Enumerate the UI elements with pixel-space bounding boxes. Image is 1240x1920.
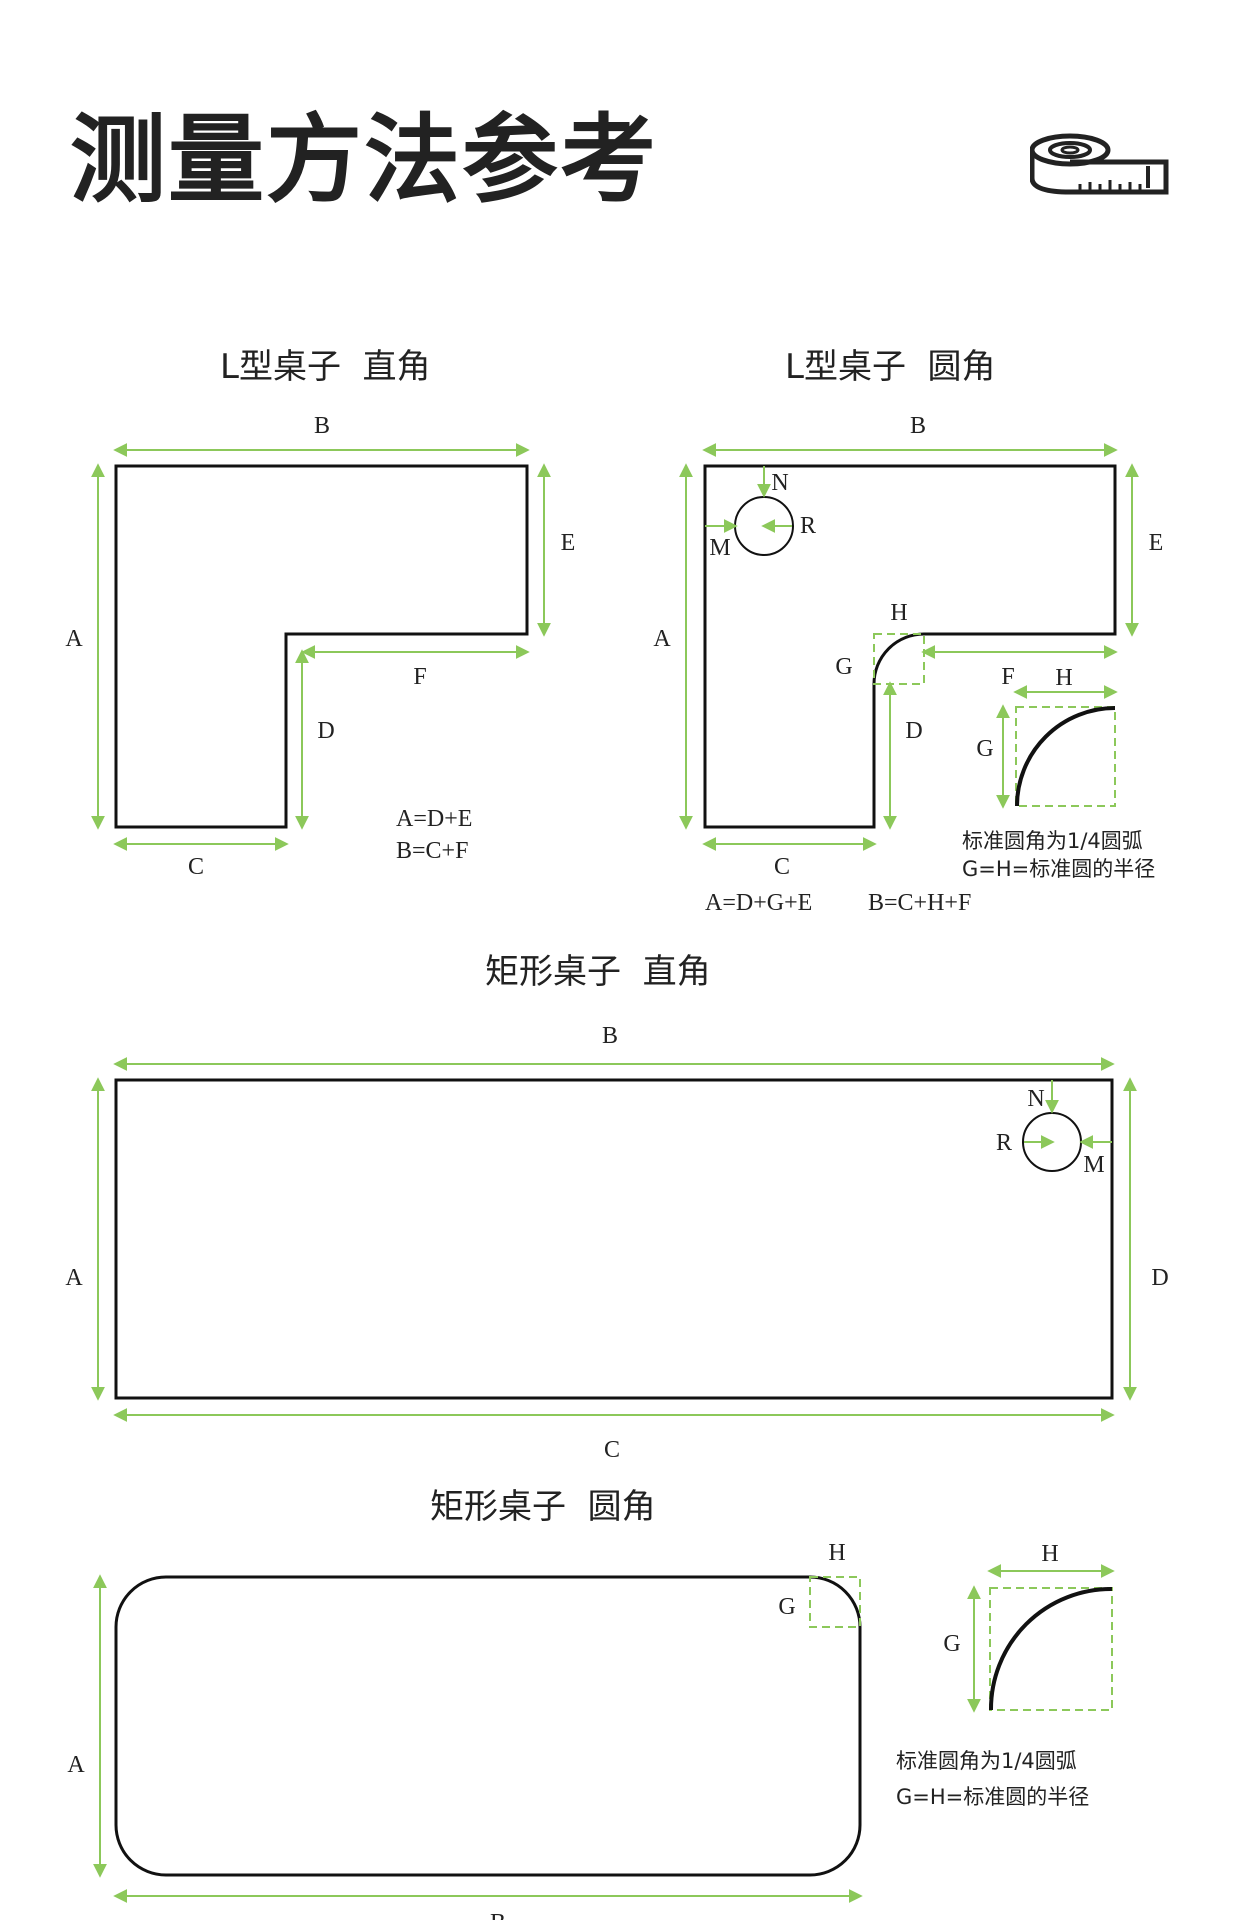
label-e: E — [561, 530, 576, 556]
label-r: R — [996, 1130, 1012, 1156]
note-radius: G=H=标准圆的半径 — [896, 1785, 1089, 1809]
formula-a: A=D+E — [396, 806, 472, 832]
corner-dash-box — [809, 1576, 861, 1628]
label-m: M — [709, 535, 730, 561]
label-f: F — [1001, 664, 1014, 690]
label-r: R — [800, 513, 816, 539]
formula-b: B=C+F — [396, 838, 468, 864]
label-d: D — [317, 718, 334, 744]
note-quarter-arc: 标准圆角为1/4圆弧 — [896, 1749, 1077, 1773]
label-b: B — [490, 1910, 506, 1920]
detail-arc — [988, 1586, 1113, 1711]
label-c: C — [188, 854, 204, 880]
tape-measure-icon — [1030, 133, 1169, 195]
l-right-diagram: B A E F D C A=D+E B=C+F — [65, 413, 575, 880]
rect-right-diagram: B A D C N R M — [65, 1023, 1168, 1463]
detail-dash-box — [989, 1587, 1113, 1711]
label-b: B — [910, 413, 926, 439]
l-right-title: L型桌子 直角 — [220, 347, 431, 387]
label-n: N — [1027, 1086, 1044, 1112]
label-g: G — [835, 654, 852, 680]
label-d: D — [1151, 1265, 1168, 1291]
detail-dash-box — [1015, 706, 1116, 807]
label-h: H — [828, 1540, 845, 1566]
label-e: E — [1149, 530, 1164, 556]
label-f: F — [413, 664, 426, 690]
corner-dash-box — [873, 633, 925, 685]
label-a: A — [65, 1265, 83, 1291]
label-c: C — [774, 854, 790, 880]
rect-right-outline — [114, 1078, 1114, 1400]
rect-round-title: 矩形桌子 圆角 — [430, 1487, 656, 1527]
formula-b: B=C+H+F — [868, 890, 971, 916]
detail-label-h: H — [1041, 1541, 1058, 1567]
l-round-title: L型桌子 圆角 — [785, 347, 996, 387]
label-a: A — [67, 1752, 85, 1778]
rect-round-outline — [114, 1575, 862, 1877]
detail-arc — [1015, 706, 1116, 807]
detail-label-h: H — [1055, 665, 1072, 691]
label-a: A — [653, 626, 671, 652]
note-quarter-arc: 标准圆角为1/4圆弧 — [962, 829, 1143, 853]
label-b: B — [314, 413, 330, 439]
page-title: 测量方法参考 — [70, 104, 658, 216]
formula-a: A=D+G+E — [705, 890, 812, 916]
detail-label-g: G — [943, 1631, 960, 1657]
l-round-outline — [703, 464, 1117, 829]
note-radius: G=H=标准圆的半径 — [962, 857, 1155, 881]
label-h: H — [890, 600, 907, 626]
label-g: G — [778, 1594, 795, 1620]
label-b: B — [602, 1023, 618, 1049]
l-right-outline — [114, 464, 529, 829]
l-round-diagram: B A E F D C H G N M R H G 标准圆角为1/4圆弧 G=H… — [653, 413, 1163, 916]
label-m: M — [1083, 1152, 1104, 1178]
label-c: C — [604, 1437, 620, 1463]
detail-label-g: G — [976, 736, 993, 762]
rect-right-title: 矩形桌子 直角 — [485, 952, 711, 992]
label-a: A — [65, 626, 83, 652]
rect-round-diagram: A B H G H G 标准圆角为1/4圆弧 G=H=标准圆的半径 — [67, 1540, 1115, 1920]
label-n: N — [771, 470, 788, 496]
label-d: D — [905, 718, 922, 744]
